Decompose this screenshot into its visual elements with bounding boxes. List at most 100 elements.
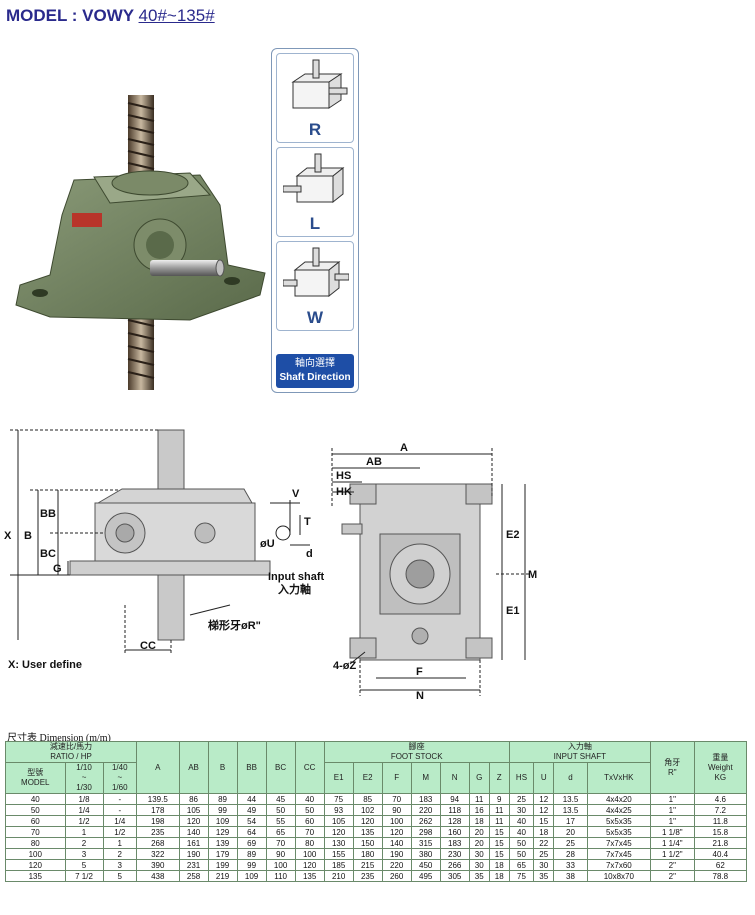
table-cell: 12	[533, 793, 555, 805]
table-cell: 80	[5, 837, 66, 849]
table-cell: 7x7x45	[586, 837, 651, 849]
table-cell: 2"	[649, 859, 695, 871]
table-cell: 183	[439, 837, 470, 849]
table-cell: -	[102, 793, 138, 805]
table-cell: 9	[488, 793, 510, 805]
col-e1: E1	[323, 762, 354, 794]
dim-hk: HK	[336, 486, 352, 498]
table-cell: 40	[5, 793, 66, 805]
col-g: G	[468, 762, 490, 794]
table-cell: 120	[352, 815, 383, 827]
table-cell: 190	[178, 848, 209, 860]
table-cell: 80	[294, 837, 325, 849]
table-cell: 13.5	[553, 804, 588, 816]
table-cell: 235	[136, 826, 180, 838]
table-cell: 129	[207, 826, 238, 838]
table-cell: 40	[508, 826, 535, 838]
table-cell: 220	[381, 859, 412, 871]
dim-n: N	[416, 690, 424, 700]
table-cell: 105	[178, 804, 209, 816]
weight-header-cn: 重量	[712, 752, 729, 762]
col-n: N	[439, 762, 470, 794]
table-cell: 18	[488, 859, 510, 871]
dim-g: G	[53, 563, 62, 575]
shaft-option-r-label: R	[308, 120, 322, 139]
model-header-en: MODEL	[21, 778, 50, 787]
user-define-note: X: User define	[8, 659, 82, 671]
table-cell: 25	[533, 848, 555, 860]
col-a: A	[136, 741, 180, 794]
table-cell: 266	[439, 859, 470, 871]
table-cell: 65	[508, 859, 535, 871]
table-cell: 18	[533, 826, 555, 838]
table-cell: 12	[533, 804, 555, 816]
table-cell: 35	[533, 870, 555, 882]
table-cell: 62	[693, 859, 748, 871]
table-cell: 40	[508, 815, 535, 827]
table-cell: 65	[265, 826, 296, 838]
table-cell: 3	[102, 859, 138, 871]
page-title: MODEL : VOWY 40#~135#	[6, 6, 215, 26]
model-header-cn: 型號	[27, 768, 44, 777]
weight-header-en: Weight	[707, 762, 733, 772]
table-cell: 85	[352, 793, 383, 805]
table-cell: 495	[410, 870, 441, 882]
table-cell: 120	[294, 859, 325, 871]
col-ab: AB	[178, 741, 209, 794]
table-cell: 33	[553, 859, 588, 871]
table-cell: 120	[381, 826, 412, 838]
table-cell: 198	[136, 815, 180, 827]
table-cell: 7x7x60	[586, 859, 651, 871]
col-cc: CC	[294, 741, 325, 794]
table-cell: 178	[136, 804, 180, 816]
dim-d: d	[306, 548, 313, 560]
table-cell: 135	[5, 870, 66, 882]
ratio-header-cn: 減速比/馬力	[49, 742, 93, 751]
shaft-option-l-label: L	[309, 214, 321, 233]
table-cell: 139.5	[136, 793, 180, 805]
table-cell: 1 1/4"	[649, 837, 695, 849]
col-e2: E2	[352, 762, 383, 794]
shaft-direction-panel: R L W 軸向選擇 Shaft Direction	[271, 48, 359, 393]
table-cell: 40	[294, 793, 325, 805]
table-cell: 50	[5, 804, 66, 816]
table-cell: 100	[265, 859, 296, 871]
ratio2-header: 1/40 ~ 1/60	[102, 762, 138, 794]
table-cell: 55	[265, 815, 296, 827]
dim-b: B	[24, 530, 32, 542]
col-f: F	[381, 762, 412, 794]
shaft-option-l: L	[276, 147, 354, 237]
table-cell: 20	[553, 826, 588, 838]
table-cell: 5	[64, 859, 104, 871]
table-cell: 258	[178, 870, 209, 882]
table-cell: 94	[439, 793, 470, 805]
ratio1-header: 1/10 ~ 1/30	[64, 762, 104, 794]
col-u: U	[533, 762, 555, 794]
foot-stock-header-en: FOOT STOCK	[390, 752, 443, 761]
foot-stock-header-cn: 腳座	[408, 742, 425, 751]
shaft-w-icon	[283, 247, 349, 298]
ratio2-bottom: 1/60	[111, 783, 128, 792]
table-cell: 210	[323, 870, 354, 882]
table-cell: 109	[236, 870, 267, 882]
table-cell: 128	[439, 815, 470, 827]
table-cell: 179	[207, 848, 238, 860]
dim-e2: E2	[506, 529, 519, 541]
title-prefix: MODEL : VOWY	[6, 6, 139, 25]
table-cell: 18	[488, 870, 510, 882]
thread-header-en: R"	[667, 767, 677, 777]
table-cell: 15	[488, 826, 510, 838]
col-d: d	[553, 762, 588, 794]
table-cell: 86	[178, 793, 209, 805]
table-cell: 90	[265, 848, 296, 860]
table-cell: 1/2	[102, 826, 138, 838]
ratio2-mid: ~	[117, 773, 123, 782]
table-cell: 1/4	[64, 804, 104, 816]
table-cell: 49	[236, 804, 267, 816]
table-cell: 40.4	[693, 848, 748, 860]
thread-header: 角牙 R"	[649, 741, 695, 794]
table-cell: 50	[508, 848, 535, 860]
table-cell: 219	[207, 870, 238, 882]
